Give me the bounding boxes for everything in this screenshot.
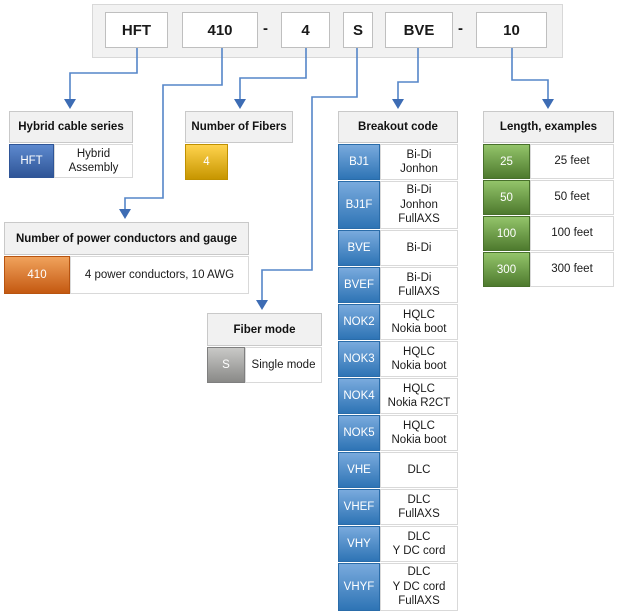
desc-cell: DLC FullAXS [380,489,458,525]
table-row: S Single mode [207,347,322,383]
table-row: BJ1F Bi-Di Jonhon FullAXS [338,181,458,229]
desc-cell: Hybrid Assembly [54,144,133,178]
code-cell: VHYF [338,563,380,611]
section-title: Number of Fibers [185,111,293,143]
desc-cell: 300 feet [530,252,614,287]
segment-series: HFT [105,12,168,48]
table-row: NOK5 HQLC Nokia boot [338,415,458,451]
section-length-examples: Length, examples 25 25 feet 50 50 feet 1… [483,111,614,287]
desc-cell: HQLC Nokia boot [380,341,458,377]
desc-cell: DLC Y DC cord FullAXS [380,563,458,611]
desc-cell: 25 feet [530,144,614,179]
code-cell: 4 [185,144,228,180]
table-row: NOK2 HQLC Nokia boot [338,304,458,340]
desc-cell: DLC Y DC cord [380,526,458,562]
code-cell: 25 [483,144,530,179]
section-number-of-fibers: Number of Fibers 4 [185,111,293,180]
table-row: 100 100 feet [483,216,614,251]
code-cell: NOK4 [338,378,380,414]
table-row: VHY DLC Y DC cord [338,526,458,562]
code-cell: BVE [338,230,380,266]
segment-fiber-mode: S [343,12,373,48]
table-row: BVE Bi-Di [338,230,458,266]
table-row: NOK3 HQLC Nokia boot [338,341,458,377]
table-row: VHE DLC [338,452,458,488]
code-cell: VHEF [338,489,380,525]
desc-cell: HQLC Nokia R2CT [380,378,458,414]
section-hybrid-cable-series: Hybrid cable series HFT Hybrid Assembly [9,111,133,178]
code-cell: BJ1 [338,144,380,180]
segment-breakout: BVE [385,12,453,48]
desc-cell: 50 feet [530,180,614,215]
desc-cell: Bi-Di [380,230,458,266]
table-row: BVEF Bi-Di FullAXS [338,267,458,303]
code-cell: VHY [338,526,380,562]
code-cell: S [207,347,245,383]
code-cell: NOK3 [338,341,380,377]
separator-dash: - [263,20,268,37]
section-title: Breakout code [338,111,458,143]
section-title: Number of power conductors and gauge [4,222,249,255]
section-breakout-code: Breakout code BJ1 Bi-Di Jonhon BJ1F Bi-D… [338,111,458,611]
code-cell: 50 [483,180,530,215]
table-row: NOK4 HQLC Nokia R2CT [338,378,458,414]
segment-length: 10 [476,12,547,48]
segment-fibers: 4 [281,12,330,48]
table-row: VHEF DLC FullAXS [338,489,458,525]
table-row: 25 25 feet [483,144,614,179]
table-row: HFT Hybrid Assembly [9,144,133,178]
table-row: 50 50 feet [483,180,614,215]
section-fiber-mode: Fiber mode S Single mode [207,313,322,383]
section-title: Fiber mode [207,313,322,346]
desc-cell: 4 power conductors, 10 AWG [70,256,249,294]
code-cell: VHE [338,452,380,488]
desc-cell: Bi-Di Jonhon [380,144,458,180]
desc-cell: Single mode [245,347,322,383]
code-cell: BJ1F [338,181,380,229]
table-row: 4 [185,144,293,180]
code-cell: NOK5 [338,415,380,451]
separator-dash: - [458,20,463,37]
segment-conductors: 410 [182,12,258,48]
desc-cell: HQLC Nokia boot [380,415,458,451]
section-title: Length, examples [483,111,614,143]
desc-cell: 100 feet [530,216,614,251]
table-row: 300 300 feet [483,252,614,287]
table-row: 410 4 power conductors, 10 AWG [4,256,249,294]
code-cell: 100 [483,216,530,251]
section-power-conductors: Number of power conductors and gauge 410… [4,222,249,294]
table-row: VHYF DLC Y DC cord FullAXS [338,563,458,611]
desc-cell: HQLC Nokia boot [380,304,458,340]
desc-cell: DLC [380,452,458,488]
code-cell: HFT [9,144,54,178]
table-row: BJ1 Bi-Di Jonhon [338,144,458,180]
code-cell: 410 [4,256,70,294]
section-title: Hybrid cable series [9,111,133,143]
desc-cell: Bi-Di Jonhon FullAXS [380,181,458,229]
code-cell: BVEF [338,267,380,303]
code-cell: 300 [483,252,530,287]
code-cell: NOK2 [338,304,380,340]
desc-cell: Bi-Di FullAXS [380,267,458,303]
